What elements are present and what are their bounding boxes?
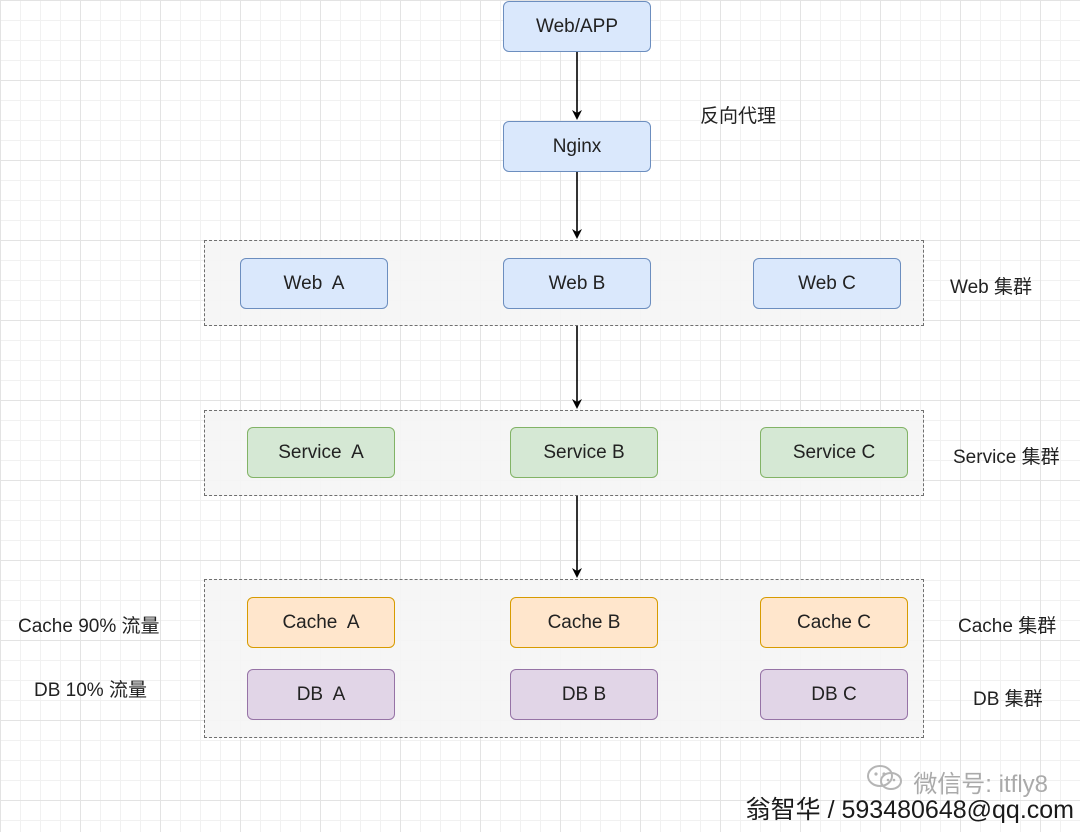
- node-cache-c[interactable]: Cache C: [760, 597, 908, 648]
- label-db-traffic: DB 10% 流量: [34, 680, 147, 701]
- author-watermark: 翁智华 / 593480648@qq.com: [745, 796, 1074, 824]
- node-service-a[interactable]: Service A: [247, 427, 395, 478]
- label-reverse-proxy: 反向代理: [700, 106, 777, 127]
- wechat-id-text: 微信号: itfly8: [913, 771, 1048, 798]
- node-db-a[interactable]: DB A: [247, 669, 395, 720]
- label-service-cluster: Service 集群: [953, 447, 1060, 468]
- node-web-a[interactable]: Web A: [240, 258, 388, 309]
- node-cache-a[interactable]: Cache A: [247, 597, 395, 648]
- node-db-c[interactable]: DB C: [760, 669, 908, 720]
- label-db-cluster: DB 集群: [973, 689, 1043, 710]
- wechat-watermark: 微信号: itfly8: [865, 764, 1048, 799]
- label-cache-traffic: Cache 90% 流量: [18, 616, 160, 637]
- node-web-c[interactable]: Web C: [753, 258, 901, 309]
- wechat-icon: [865, 764, 905, 799]
- node-service-b[interactable]: Service B: [510, 427, 658, 478]
- node-db-b[interactable]: DB B: [510, 669, 658, 720]
- node-web-app[interactable]: Web/APP: [503, 1, 651, 52]
- node-web-b[interactable]: Web B: [503, 258, 651, 309]
- node-nginx[interactable]: Nginx: [503, 121, 651, 172]
- node-cache-b[interactable]: Cache B: [510, 597, 658, 648]
- node-service-c[interactable]: Service C: [760, 427, 908, 478]
- label-web-cluster: Web 集群: [950, 277, 1033, 298]
- label-cache-cluster: Cache 集群: [958, 616, 1057, 637]
